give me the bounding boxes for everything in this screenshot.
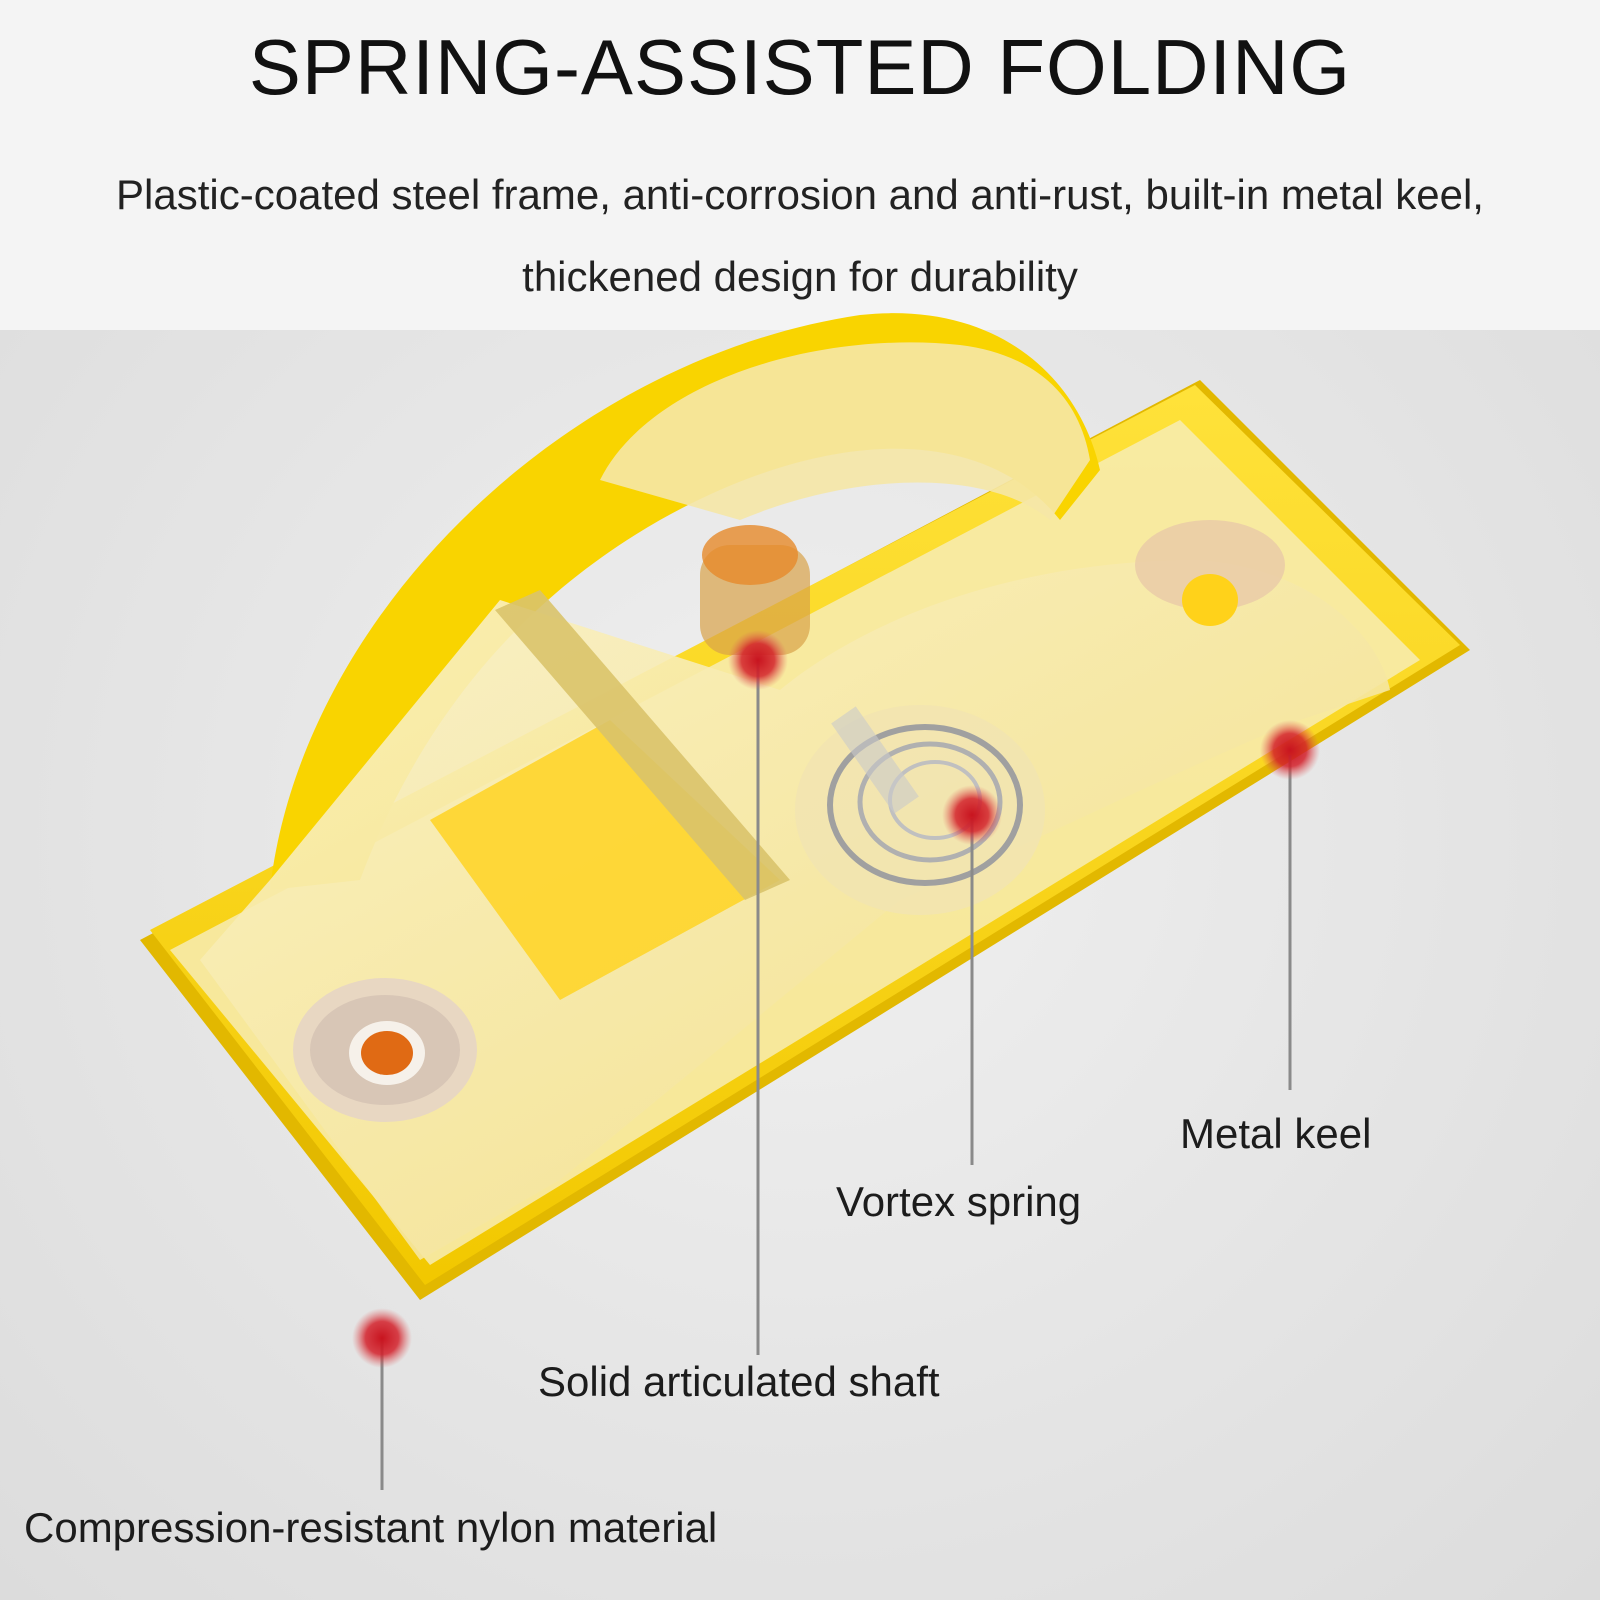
callout-markers xyxy=(352,630,1320,1368)
header-banner: SPRING-ASSISTED FOLDING Plastic-coated s… xyxy=(0,0,1600,330)
marker-spring xyxy=(942,785,1002,845)
translucent-housing xyxy=(200,520,1390,1260)
callout-nylon-material: Compression-resistant nylon material xyxy=(24,1504,718,1551)
page-title: SPRING-ASSISTED FOLDING xyxy=(248,23,1352,111)
bolt-hole xyxy=(293,978,477,1122)
callout-metal-keel: Metal keel xyxy=(1180,1110,1372,1157)
marker-shaft xyxy=(728,630,788,690)
vortex-spring xyxy=(795,705,1045,915)
page-subtitle: Plastic-coated steel frame, anti-corrosi… xyxy=(116,171,1484,300)
marker-nylon xyxy=(352,1308,412,1368)
callout-vortex-spring: Vortex spring xyxy=(836,1178,1082,1225)
marker-keel xyxy=(1260,720,1320,780)
callout-solid-shaft: Solid articulated shaft xyxy=(538,1358,940,1405)
